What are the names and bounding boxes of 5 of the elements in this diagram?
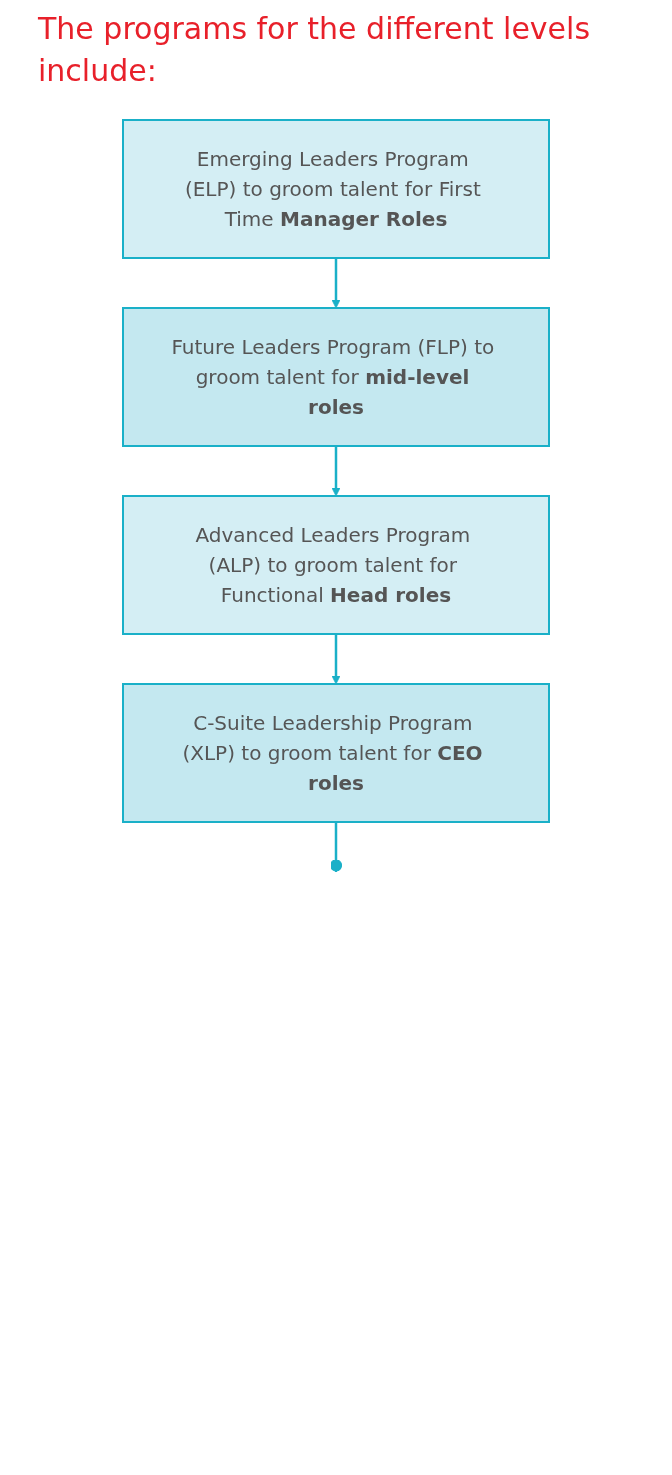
heading: The programs for the different levels include:	[38, 10, 592, 90]
program-box: C-Suite Leadership Program (XLP) to groom talent for CEO roles	[122, 683, 550, 823]
program-box: Advanced Leaders Program (ALP) to groom talent for Functional Head roles	[122, 495, 550, 635]
program-box: Future Leaders Program (FLP) to groom talent for mid-level roles	[122, 307, 550, 447]
program-box: Emerging Leaders Program (ELP) to groom talent for First Time Manager Roles	[122, 119, 550, 259]
